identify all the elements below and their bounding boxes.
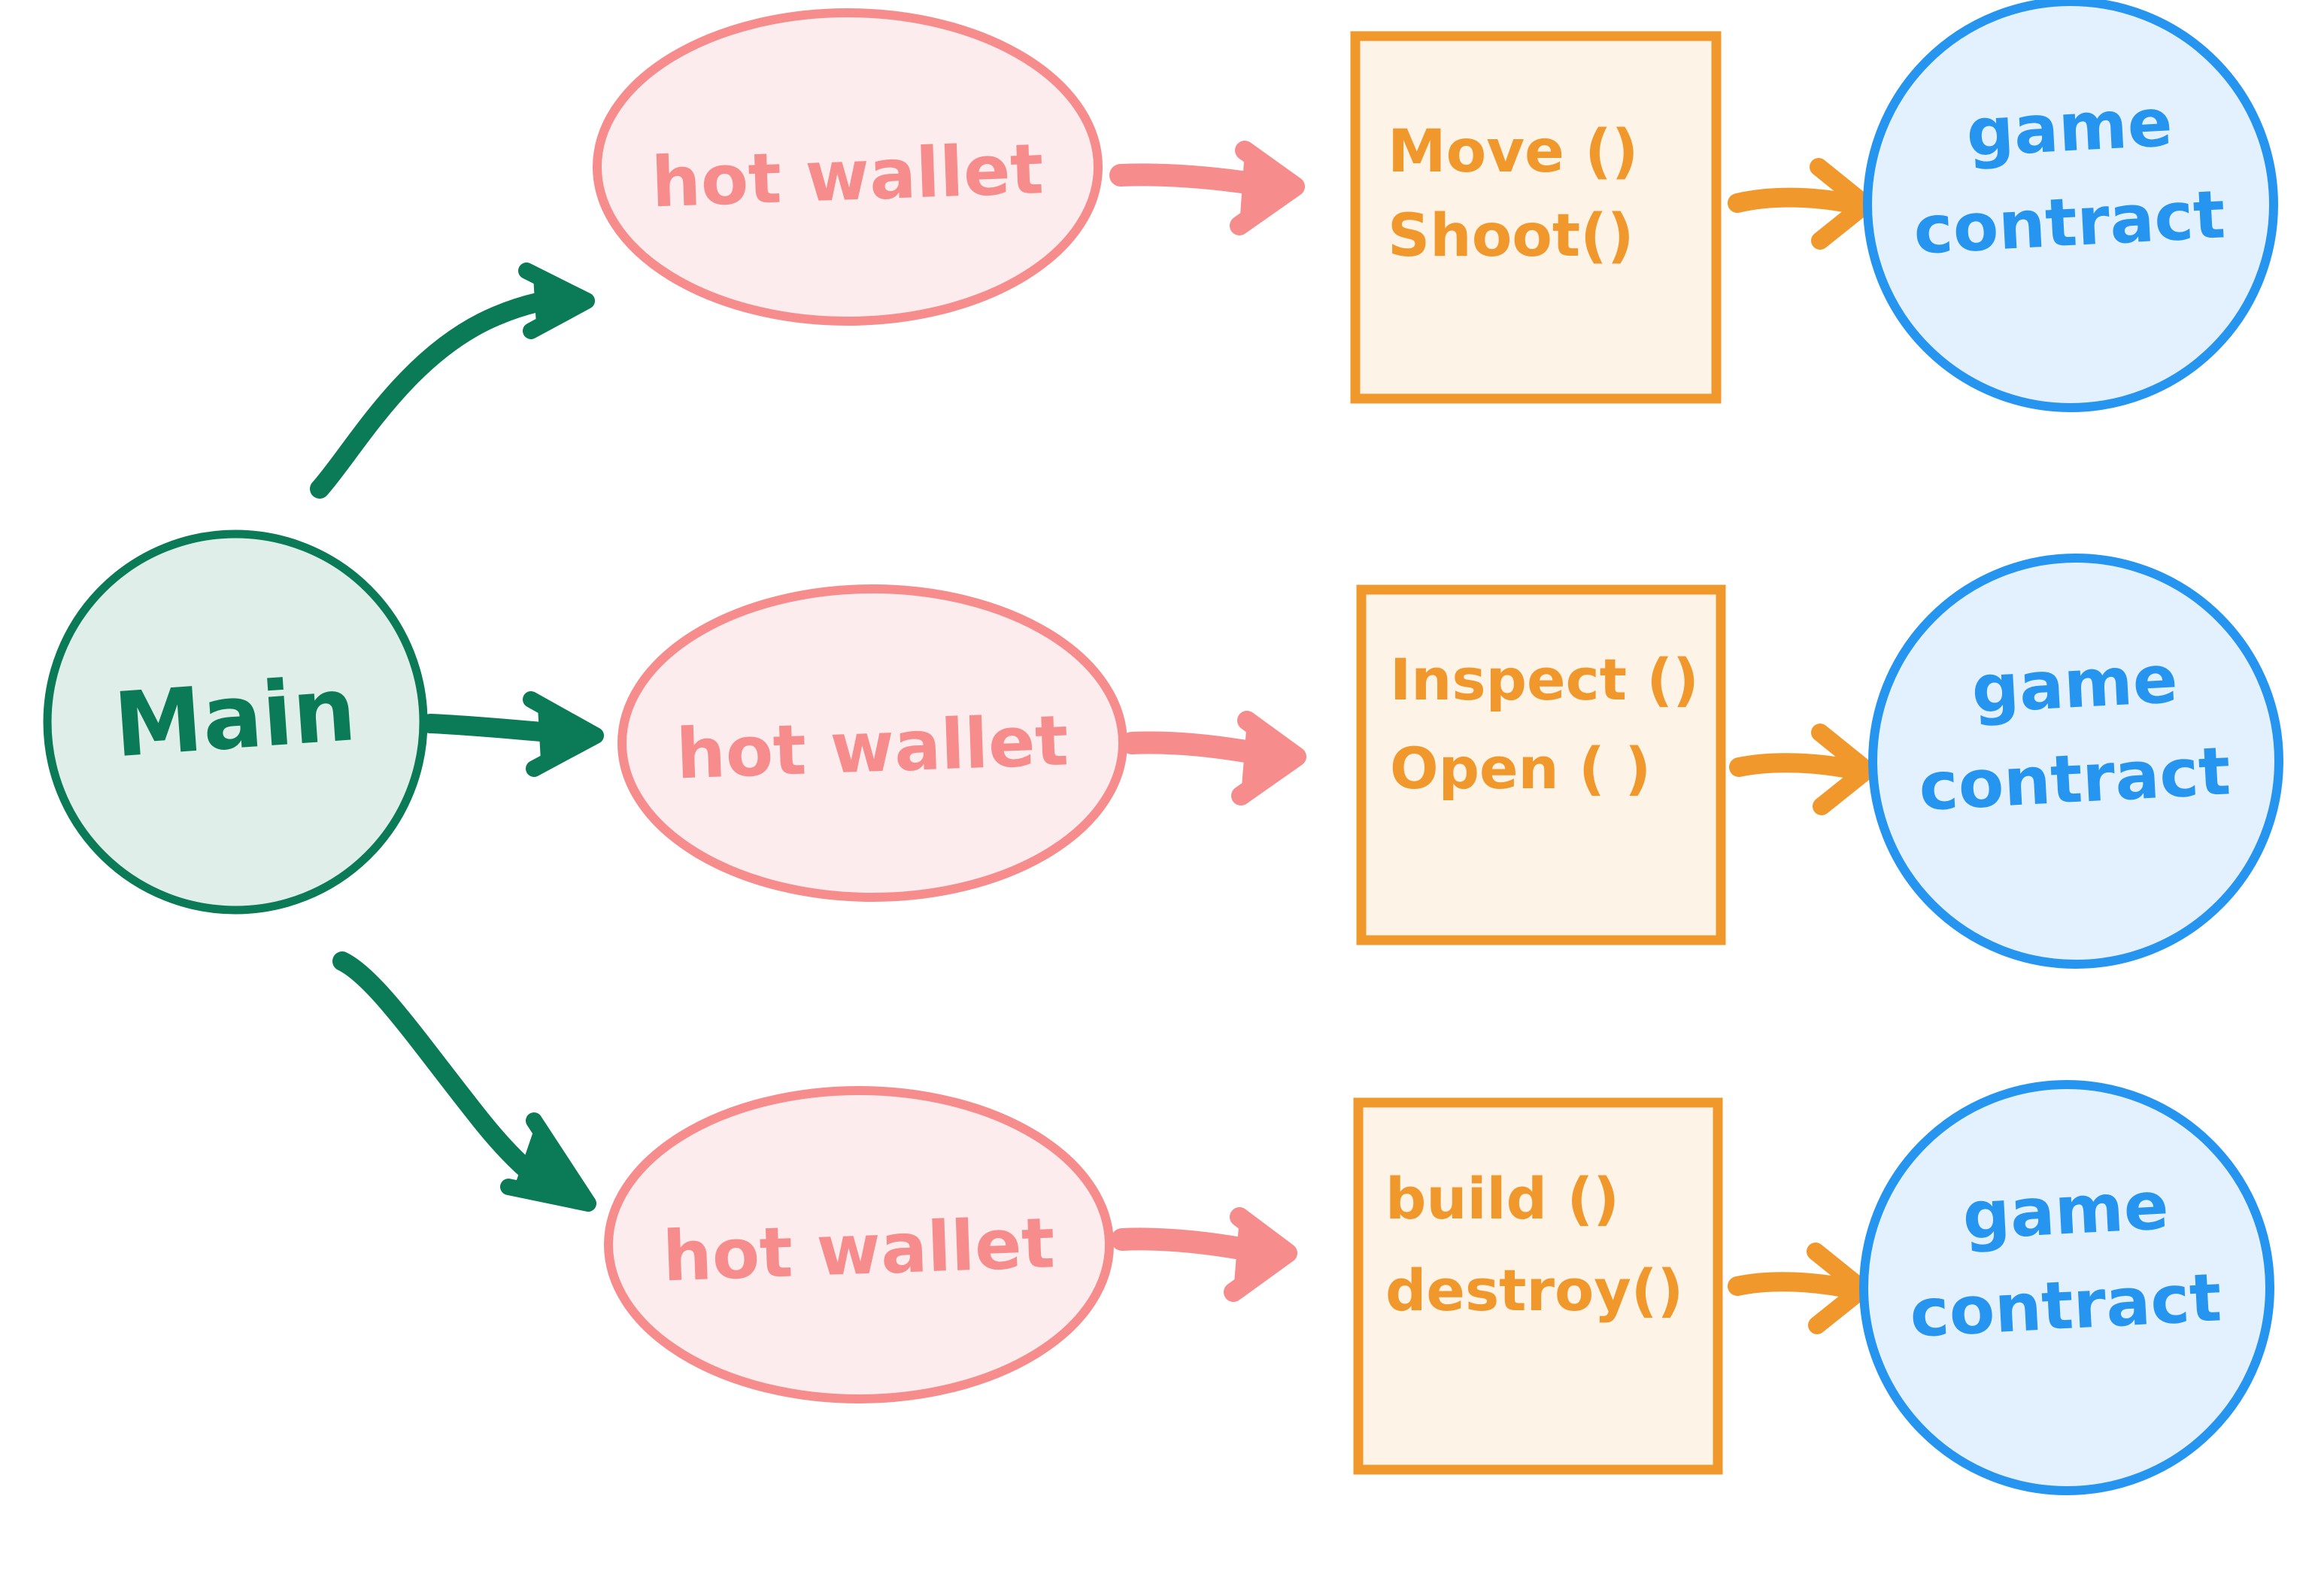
edge-line <box>1729 753 1866 780</box>
arrowhead <box>1230 141 1305 235</box>
arrowhead-fill <box>514 1124 588 1204</box>
function-line-2: destroy() <box>1385 1257 1683 1324</box>
function-line-1: Inspect () <box>1390 646 1699 713</box>
edge-main-to-wallet-1 <box>310 262 595 499</box>
edge-line <box>1728 187 1866 214</box>
function-box-shape <box>1356 584 1726 945</box>
edge-wallet-1-to-box-1 <box>1109 141 1305 235</box>
edge-main-to-wallet-3 <box>332 951 596 1212</box>
hot-wallet-ellipse-shape <box>604 1086 1114 1403</box>
contract-label-line1: game <box>1961 1167 2171 1255</box>
edge-wallet-2-to-box-2 <box>1121 711 1306 806</box>
hot-wallet-ellipse-shape <box>593 8 1103 326</box>
function-line-2: Open ( ) <box>1390 735 1651 802</box>
arrowhead-fill <box>532 273 588 329</box>
arrowhead <box>1231 711 1306 806</box>
contract-label-line2: contract <box>1917 732 2232 826</box>
contract-circle-shape <box>1868 554 2283 969</box>
edge-wallet-3-to-box-3 <box>1111 1207 1297 1302</box>
arrowhead <box>1811 724 1876 815</box>
edge-main-to-wallet-2 <box>420 691 604 777</box>
contract-label-line2: contract <box>1912 175 2227 269</box>
main-label: Main <box>111 657 359 777</box>
edge-line <box>1728 1272 1861 1299</box>
function-line-1: Move () <box>1388 118 1638 186</box>
contract-circle-shape <box>1859 1080 2274 1495</box>
edge-box-3-to-contract-3 <box>1728 1243 1871 1334</box>
edge-box-2-to-contract-2 <box>1729 724 1876 815</box>
contract-circle-shape <box>1863 0 2278 412</box>
arrowhead-fill <box>537 702 596 765</box>
node-function-box-2[interactable]: Inspect () Open ( ) <box>1356 584 1726 945</box>
node-game-contract-3[interactable]: game contract <box>1859 1080 2274 1495</box>
edge-line <box>332 951 563 1200</box>
contract-label-line2: contract <box>1908 1258 2223 1352</box>
contract-label-line1: game <box>1965 83 2174 171</box>
function-line-1: build () <box>1385 1165 1619 1232</box>
function-line-2: Shoot() <box>1388 202 1634 270</box>
node-hot-wallet-1[interactable]: hot wallet <box>593 8 1103 326</box>
node-game-contract-2[interactable]: game contract <box>1868 554 2283 969</box>
hot-wallet-label: hot wallet <box>650 129 1045 223</box>
node-hot-wallet-3[interactable]: hot wallet <box>604 1086 1114 1403</box>
contract-label-line1: game <box>1970 640 2180 728</box>
function-box-shape <box>1353 1097 1723 1475</box>
hot-wallet-label: hot wallet <box>661 1203 1056 1297</box>
node-function-box-1[interactable]: Move () Shoot() <box>1350 31 1722 404</box>
edge-box-1-to-contract-1 <box>1728 158 1874 250</box>
node-main[interactable]: Main <box>43 529 428 915</box>
function-box-shape <box>1350 31 1722 404</box>
arrowhead <box>1224 1207 1297 1302</box>
hot-wallet-label: hot wallet <box>675 700 1069 794</box>
node-function-box-3[interactable]: build () destroy() <box>1353 1097 1723 1475</box>
node-hot-wallet-2[interactable]: hot wallet <box>617 584 1127 902</box>
node-game-contract-1[interactable]: game contract <box>1863 0 2278 412</box>
